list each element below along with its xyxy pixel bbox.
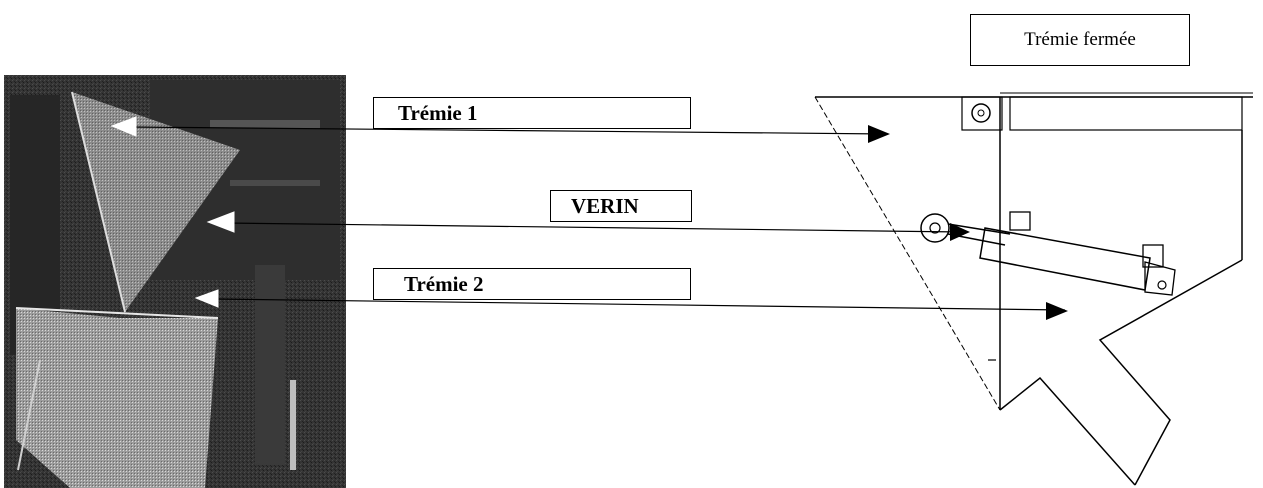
pivot-icon bbox=[971, 103, 991, 123]
arrowhead-left-tremie2 bbox=[194, 289, 219, 308]
arrowhead-right-tremie2 bbox=[1046, 302, 1068, 320]
arrowhead-left-tremie1 bbox=[110, 116, 137, 137]
arrow-line-verin bbox=[224, 222, 964, 233]
technical-drawing bbox=[814, 92, 1253, 486]
photo-hopper-2 bbox=[16, 308, 218, 488]
drawing-arrowheads bbox=[868, 125, 1068, 320]
hopper-1-outline bbox=[814, 96, 1001, 411]
arrowhead-left-verin bbox=[206, 211, 235, 233]
arrow-line-tremie1 bbox=[129, 126, 889, 135]
arrowhead-right-tremie1 bbox=[868, 125, 890, 143]
verin-label: VERIN bbox=[550, 190, 692, 222]
arrowhead-right-verin bbox=[950, 223, 970, 241]
annotation-arrows bbox=[129, 126, 1066, 311]
arrow-line-tremie2 bbox=[212, 298, 1066, 311]
photo-panel bbox=[4, 75, 346, 488]
pivot-bracket bbox=[961, 96, 1003, 131]
tremie-1-label: Trémie 1 bbox=[373, 97, 691, 129]
tremie-fermee-label: Trémie fermée bbox=[970, 14, 1190, 66]
photo-hopper-1 bbox=[72, 92, 240, 312]
hopper-2-outline bbox=[1098, 259, 1243, 486]
photo-arrowheads bbox=[110, 116, 235, 308]
cylinder-icon bbox=[920, 211, 1176, 296]
tremie-2-label: Trémie 2 bbox=[373, 268, 691, 300]
